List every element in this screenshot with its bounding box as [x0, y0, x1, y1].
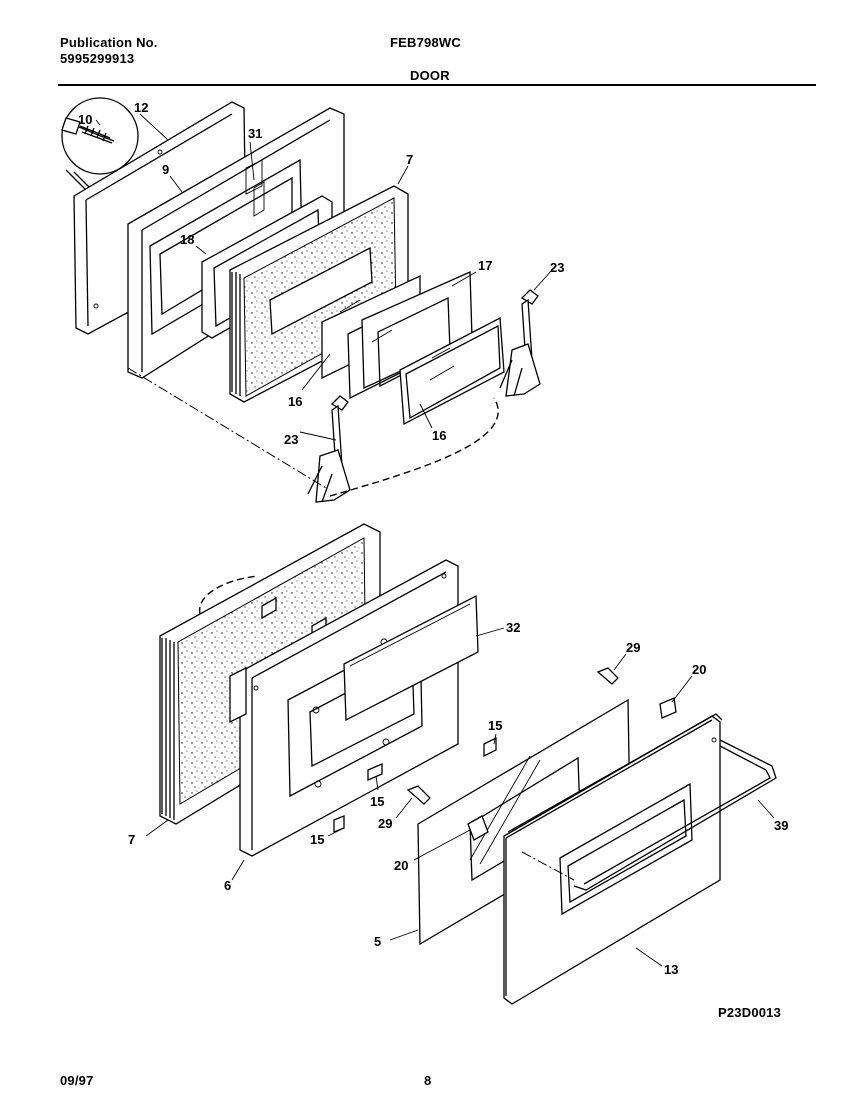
callout-7-lower: 7: [128, 832, 135, 847]
spacer-29: [406, 667, 619, 805]
callout-31: 31: [248, 126, 262, 141]
door-handle: [521, 739, 777, 891]
window-glass-assembly: [321, 271, 505, 426]
callout-23-left: 23: [284, 432, 298, 447]
bracket-15: [333, 736, 497, 833]
outer-door-panel: [503, 713, 723, 1005]
clip-20: [659, 697, 677, 719]
callout-labels: 10 12 31 9 7 18 17 23 16 16 23 32 29 20 …: [78, 100, 788, 977]
hinge-right: [499, 289, 541, 397]
callout-5: 5: [374, 934, 381, 949]
callout-13: 13: [664, 962, 678, 977]
leader-lines: [95, 113, 775, 967]
callout-17: 17: [478, 258, 492, 273]
callout-32: 32: [506, 620, 520, 635]
callout-15-middle: 15: [370, 794, 384, 809]
callout-15-right: 15: [488, 718, 502, 733]
footer-date: 09/97: [60, 1073, 94, 1088]
callout-16-left: 16: [288, 394, 302, 409]
callout-23-right: 23: [550, 260, 564, 275]
callout-7-upper: 7: [406, 152, 413, 167]
callout-16-right: 16: [432, 428, 446, 443]
insulation-panel-upper: [229, 185, 409, 403]
callout-9: 9: [162, 162, 169, 177]
publication-label: Publication No.: [60, 35, 158, 50]
callout-15-lower: 15: [310, 832, 324, 847]
model-number: FEB798WC: [390, 35, 461, 50]
callout-6: 6: [224, 878, 231, 893]
callout-29-right: 29: [626, 640, 640, 655]
hinge-left: [307, 395, 351, 503]
callout-20-right: 20: [692, 662, 706, 677]
callout-39: 39: [774, 818, 788, 833]
callout-20-left: 20: [394, 858, 408, 873]
window-glass-32: [343, 594, 479, 722]
callout-18: 18: [180, 232, 194, 247]
callout-12: 12: [134, 100, 148, 115]
publication-number: 5995299913: [60, 51, 135, 66]
callout-29-left: 29: [378, 816, 392, 831]
callout-10: 10: [78, 112, 92, 127]
header-rule: [58, 84, 816, 86]
diagram-code: P23D0013: [718, 1005, 782, 1020]
page-number: 8: [424, 1073, 432, 1088]
section-title: DOOR: [410, 68, 450, 83]
